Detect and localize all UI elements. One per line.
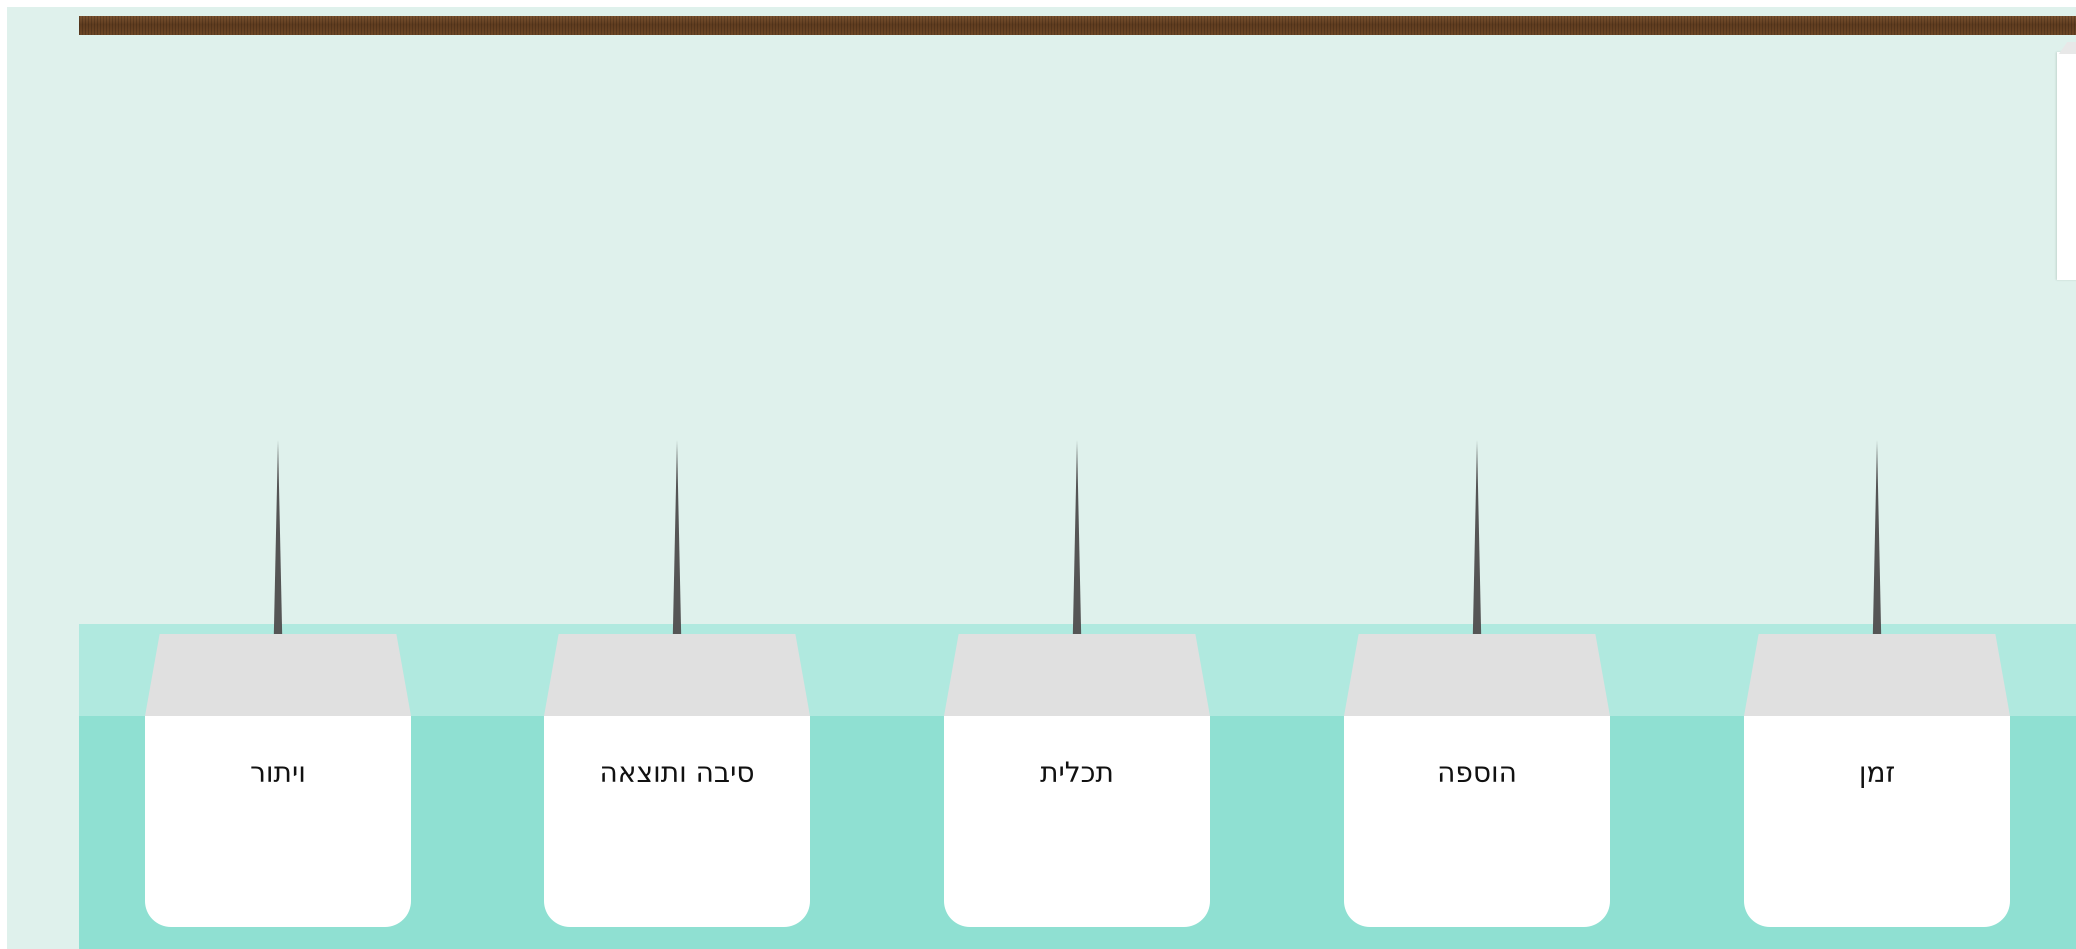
wooden-rope	[79, 16, 2076, 35]
holder-תכלית[interactable]: תכלית	[937, 7, 1217, 949]
spike-icon	[215, 440, 341, 693]
holder-סיבה-ותוצאה[interactable]: סיבה ותוצאה	[537, 7, 817, 949]
holder-top	[145, 634, 411, 716]
holder-label: תכלית	[1040, 756, 1114, 789]
holder-ויתור[interactable]: ויתור	[138, 7, 418, 949]
holder-box[interactable]: הוספה	[1344, 716, 1610, 927]
holder-label: הוספה	[1437, 756, 1517, 789]
holder-top	[544, 634, 810, 716]
holder-label: סיבה ותוצאה	[599, 756, 755, 789]
holder-box[interactable]: סיבה ותוצאה	[544, 716, 810, 927]
holder-label: ויתור	[250, 756, 306, 789]
spike-icon	[1014, 440, 1140, 693]
holder-top	[944, 634, 1210, 716]
holder-box[interactable]: זמן	[1744, 716, 2010, 927]
spike-icon	[1414, 440, 1540, 693]
spike-icon	[1814, 440, 1940, 693]
holder-זמן[interactable]: זמן	[1737, 7, 2017, 949]
holder-top	[1744, 634, 2010, 716]
holder-top	[1344, 634, 1610, 716]
spike-icon	[614, 440, 740, 693]
draggable-card[interactable]	[2057, 52, 2076, 280]
game-stage: ויתור סיבה ותוצאה תכלית	[7, 7, 2076, 949]
holder-הוספה[interactable]: הוספה	[1337, 7, 1617, 949]
holder-box[interactable]: ויתור	[145, 716, 411, 927]
holder-box[interactable]: תכלית	[944, 716, 1210, 927]
holder-label: זמן	[1858, 756, 1896, 789]
